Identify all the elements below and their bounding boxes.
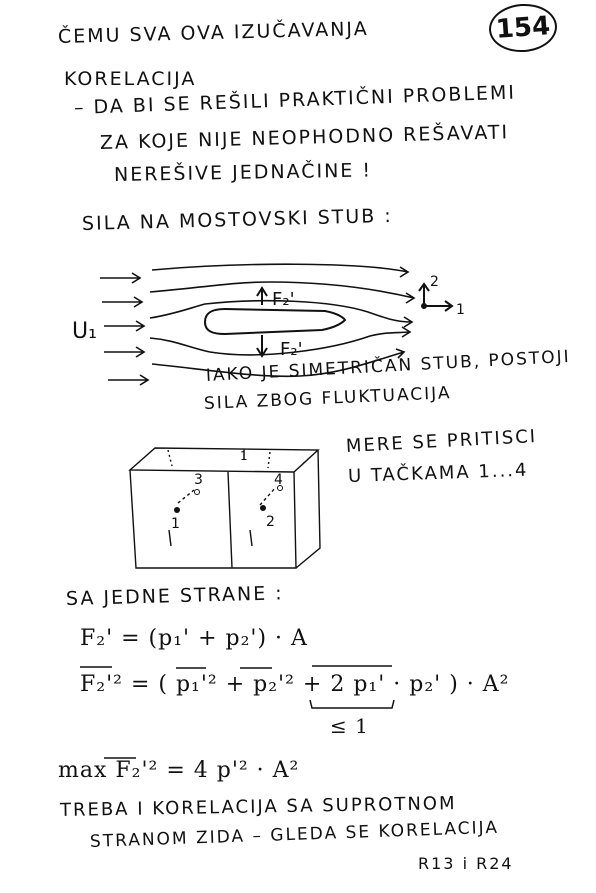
point-label-2: 2 xyxy=(266,514,275,530)
point-label-4: 4 xyxy=(274,472,283,488)
equation-force-variance: F₂'² = ( p₁'² + p₂'² + 2 p₁' · p₂' ) · A… xyxy=(80,672,510,697)
text-line: R13 i R24 xyxy=(418,854,514,873)
top-mark-label: 1 xyxy=(240,449,248,463)
point-label-1: 1 xyxy=(171,516,180,532)
axis-horizontal-label: 1 xyxy=(456,302,465,318)
correlation-bound-note: ≤ 1 xyxy=(330,714,369,738)
force-up-label: F₂' xyxy=(272,289,295,310)
equation-fluctuating-force: F₂' = (p₁' + p₂') · A xyxy=(80,626,308,651)
axis-vertical-label: 2 xyxy=(430,274,439,290)
point-label-3: 3 xyxy=(194,472,203,488)
inflow-label: U₁ xyxy=(72,319,97,344)
equation-max-force: max F₂'² = 4 p'² · A² xyxy=(58,758,300,783)
force-down-label: F₂' xyxy=(280,339,303,360)
topic-line: KORELACIJA xyxy=(64,68,197,90)
